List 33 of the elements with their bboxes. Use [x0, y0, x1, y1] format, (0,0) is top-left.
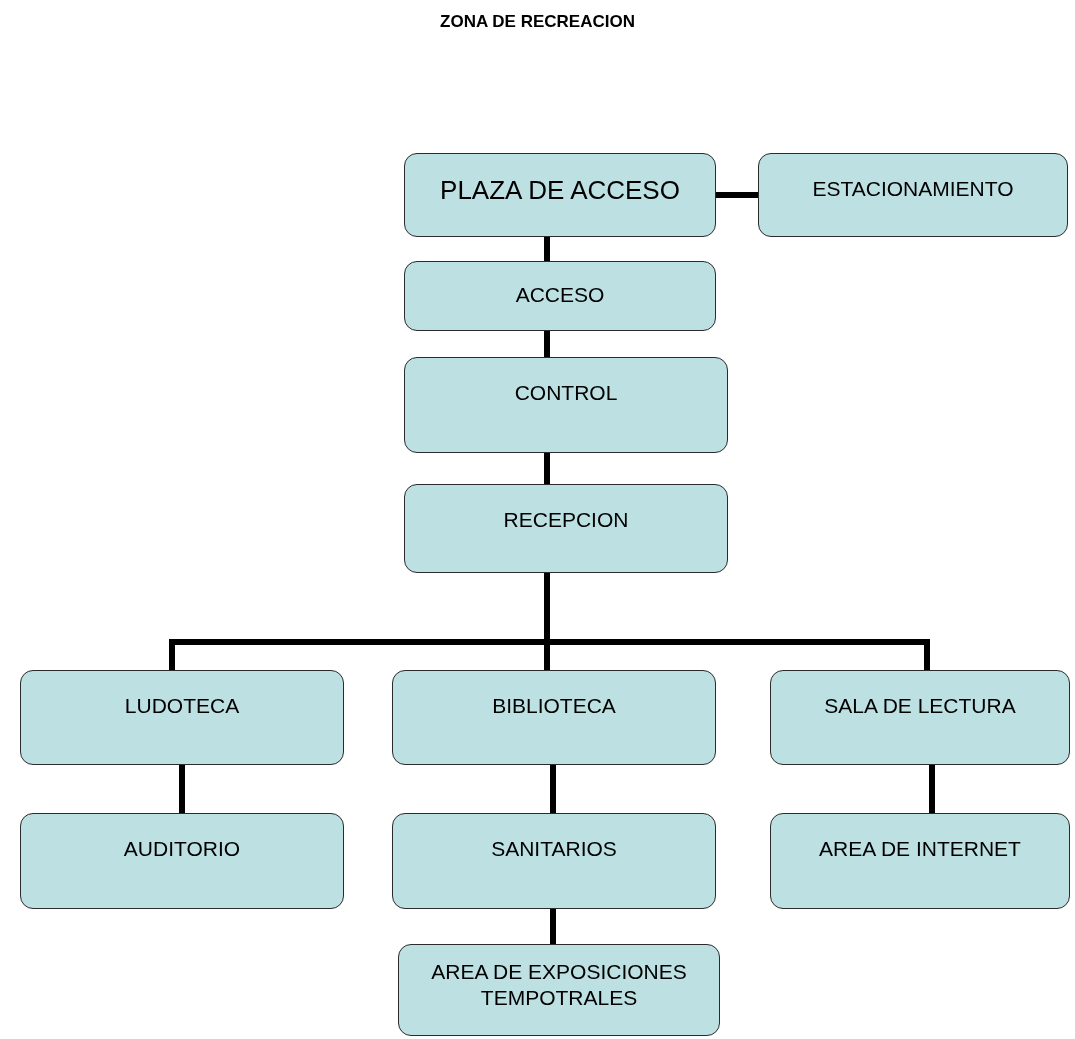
process-box	[20, 813, 344, 909]
process-box	[392, 813, 716, 909]
process-box	[392, 670, 716, 765]
connector-line	[929, 765, 935, 813]
box-label: ESTACIONAMIENTO	[812, 177, 1014, 200]
box-label: CONTROL	[514, 381, 618, 404]
connector-line	[179, 765, 185, 813]
process-box	[398, 944, 720, 1036]
box-label: RECEPCION	[503, 508, 629, 531]
box-label: AUDITORIO	[123, 837, 241, 860]
box-label: LUDOTECA	[124, 694, 240, 717]
connector-line	[550, 765, 556, 813]
box-label: BIBLIOTECA	[492, 694, 616, 717]
process-box	[404, 153, 716, 237]
process-box	[770, 670, 1070, 765]
connector-line	[716, 192, 758, 198]
process-box	[758, 153, 1068, 237]
process-box	[20, 670, 344, 765]
box-label: SANITARIOS	[491, 837, 617, 860]
connector-line	[544, 331, 550, 357]
box-label: SALA DE LECTURA	[824, 694, 1016, 717]
connector-line	[544, 237, 550, 261]
connector-line	[544, 453, 550, 484]
connector-line	[550, 909, 556, 944]
box-label: AREA DE EXPOSICIONES TEMPOTRALES	[431, 960, 687, 1010]
box-label: AREA DE INTERNET	[819, 837, 1021, 860]
box-label: ACCESO	[515, 283, 605, 306]
box-label: PLAZA DE ACCESO	[440, 175, 680, 205]
process-box	[404, 484, 728, 573]
diagram-title: ZONA DE RECREACION	[440, 12, 635, 31]
process-box	[404, 357, 728, 453]
process-box	[770, 813, 1070, 909]
process-box	[404, 261, 716, 331]
